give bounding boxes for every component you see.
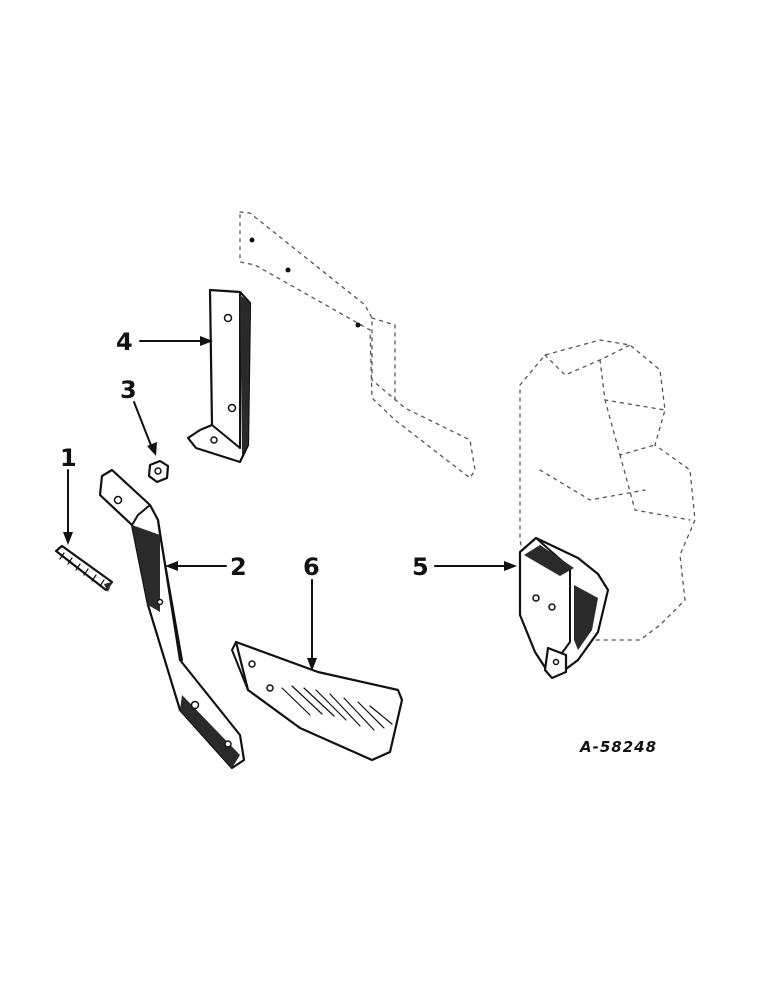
callout-5: 5 <box>412 553 429 581</box>
frame-rail-outline <box>239 211 476 479</box>
part-4-upright-bracket <box>186 288 252 464</box>
seat-outline <box>519 339 696 641</box>
figure-reference: A-58248 <box>579 738 657 756</box>
part-1-bolt <box>54 544 114 592</box>
part-5-seat-bracket <box>518 536 610 680</box>
part-3-nut <box>147 459 170 484</box>
callout-1: 1 <box>60 444 77 472</box>
callout-6: 6 <box>303 553 320 581</box>
part-2-offset-strap <box>98 468 246 770</box>
callout-3: 3 <box>120 376 137 404</box>
callout-2: 2 <box>230 553 247 581</box>
callout-4: 4 <box>116 328 133 356</box>
part-6-curved-shield <box>230 640 404 762</box>
leader-lines <box>63 336 517 671</box>
